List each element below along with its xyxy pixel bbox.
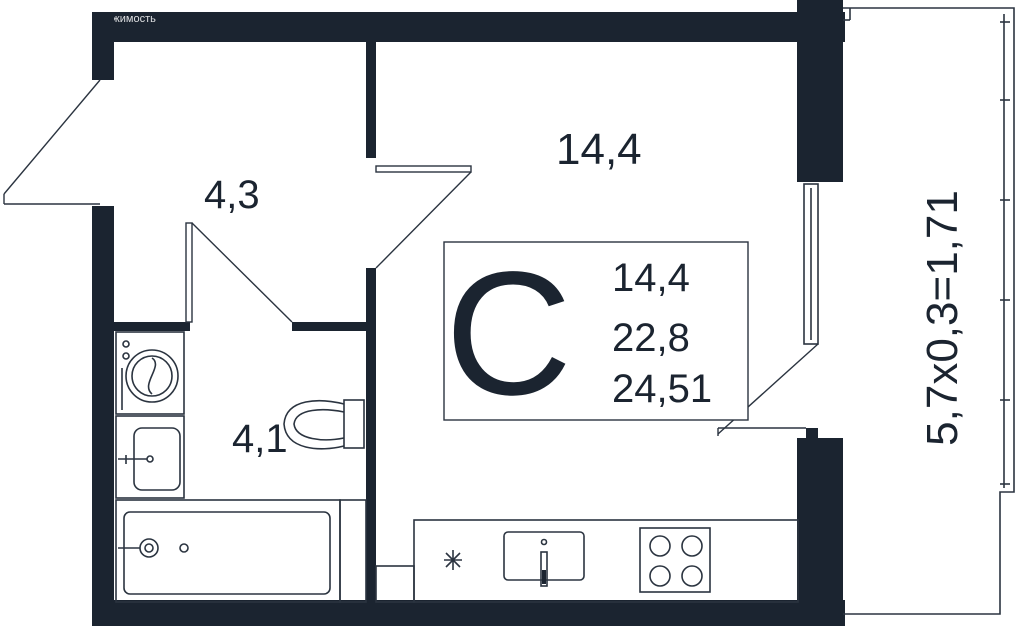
sink-icon (115, 415, 185, 499)
total-area-value: 22,8 (612, 316, 690, 360)
area-summary-box: С 14,4 22,8 24,51 (443, 236, 749, 432)
washing-machine-icon (115, 331, 185, 415)
balcony (717, 7, 1015, 615)
toilet-icon (283, 399, 365, 450)
living-area-value: 14,4 (612, 256, 690, 300)
kitchen-sink-icon (503, 531, 585, 587)
apartment-type-letter: С (445, 236, 572, 432)
main-room-area-label: 14,4 (556, 125, 642, 174)
balcony-area-formula: 5,7х0,3=1,71 (918, 190, 967, 446)
hallway-area-label: 4,3 (204, 173, 260, 217)
bathroom-area-label: 4,1 (232, 417, 288, 461)
doors (3, 79, 472, 323)
walls: движимость (92, 0, 845, 626)
cooktop-icon (639, 527, 711, 593)
bathtub-icon (115, 499, 367, 603)
total-with-balcony-value: 24,51 (612, 367, 712, 411)
fridge-icon (444, 550, 462, 570)
kitchen-counter (375, 519, 799, 603)
